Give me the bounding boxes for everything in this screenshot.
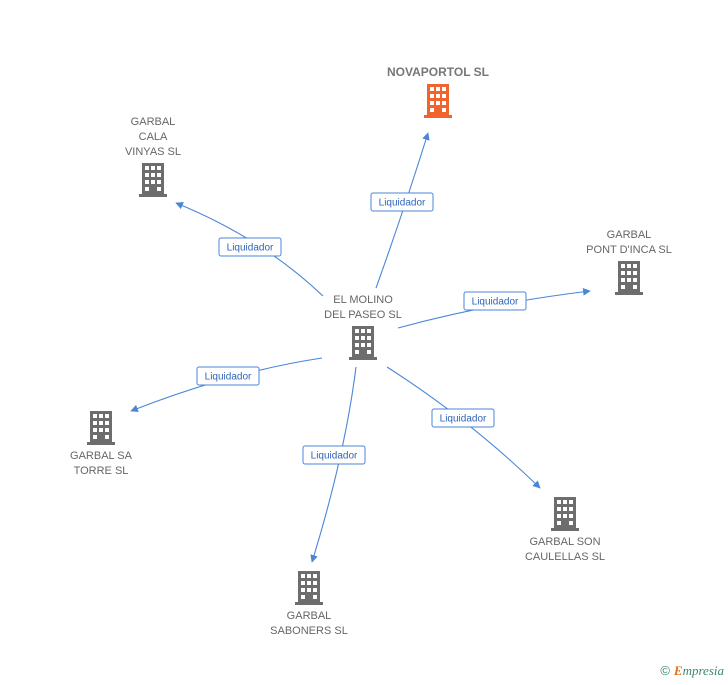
edge-garbal-pont: Liquidador [397, 288, 591, 329]
brand-name: mpresia [682, 663, 724, 678]
edge-garbal-sa-torre: Liquidador [130, 357, 323, 413]
empresia-watermark: ©Empresia [660, 663, 724, 679]
edge-label[interactable]: Liquidador [379, 198, 426, 209]
node-label[interactable]: NOVAPORTOL SL [387, 65, 489, 79]
node-label[interactable]: DEL PASEO SL [324, 309, 402, 321]
node-label[interactable]: CAULELLAS SL [525, 551, 605, 563]
building-icon[interactable] [551, 497, 579, 531]
node-garbal-saboners[interactable]: GARBAL SABONERS SL [270, 571, 348, 637]
building-icon[interactable] [424, 84, 452, 118]
node-center[interactable]: EL MOLINO DEL PASEO SL [324, 294, 402, 360]
node-garbal-son[interactable]: GARBAL SON CAULELLAS SL [525, 497, 605, 563]
building-icon[interactable] [349, 326, 377, 360]
edge-label[interactable]: Liquidador [227, 243, 274, 254]
edge-garbal-son: Liquidador [386, 366, 541, 489]
node-label[interactable]: VINYAS SL [125, 146, 181, 158]
node-label[interactable]: GARBAL [287, 610, 332, 622]
node-label[interactable]: GARBAL SA [70, 450, 133, 462]
edge-label-box[interactable] [370, 192, 434, 212]
building-icon[interactable] [139, 163, 167, 197]
building-icon[interactable] [295, 571, 323, 605]
node-label[interactable]: SABONERS SL [270, 625, 348, 637]
edge-label-box[interactable] [302, 445, 366, 465]
edge-label[interactable]: Liquidador [440, 414, 487, 425]
edge-label-box[interactable] [463, 291, 527, 311]
node-novaportol[interactable]: NOVAPORTOL SL [387, 65, 489, 118]
node-label[interactable]: PONT D'INCA SL [586, 244, 672, 256]
edge-label-box[interactable] [218, 237, 282, 257]
node-label[interactable]: GARBAL [607, 229, 652, 241]
edge-label[interactable]: Liquidador [472, 297, 519, 308]
copyright-icon: © [660, 663, 670, 678]
edge-label[interactable]: Liquidador [205, 372, 252, 383]
node-label[interactable]: GARBAL [131, 116, 176, 128]
node-garbal-pont[interactable]: GARBAL PONT D'INCA SL [586, 229, 672, 295]
brand-initial: E [673, 663, 683, 678]
edge-label-box[interactable] [196, 366, 260, 386]
node-label[interactable]: TORRE SL [74, 465, 129, 477]
edge-garbal-cala: Liquidador [175, 202, 324, 297]
edge-label[interactable]: Liquidador [311, 451, 358, 462]
node-label[interactable]: GARBAL SON [529, 536, 600, 548]
building-icon[interactable] [87, 411, 115, 445]
edge-label-box[interactable] [431, 408, 495, 428]
building-icon[interactable] [615, 261, 643, 295]
node-garbal-sa-torre[interactable]: GARBAL SA TORRE SL [70, 411, 133, 477]
edge-garbal-saboners: Liquidador [302, 366, 366, 563]
node-label[interactable]: EL MOLINO [333, 294, 393, 306]
node-label[interactable]: CALA [139, 131, 168, 143]
node-garbal-cala[interactable]: GARBAL CALA VINYAS SL [125, 116, 181, 197]
edge-novaportol: Liquidador [370, 132, 434, 289]
